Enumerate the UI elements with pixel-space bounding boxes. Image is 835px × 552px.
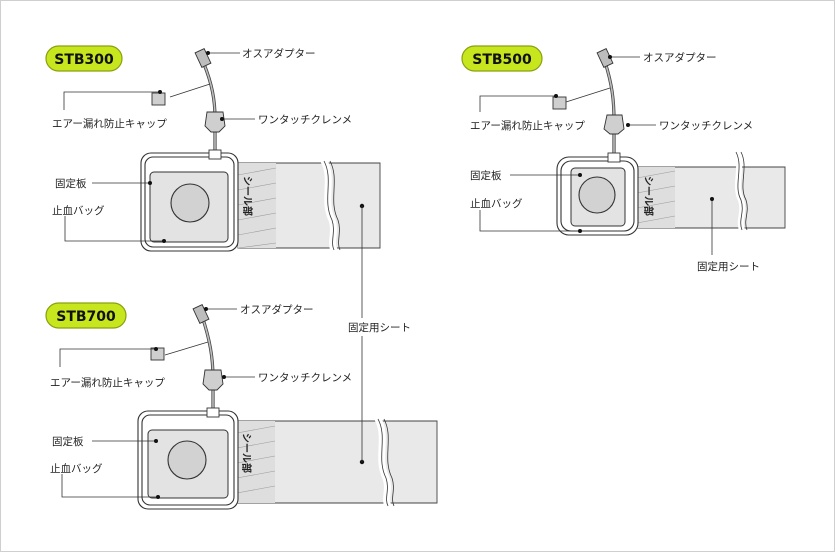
stb300-seal-label: シール部: [241, 176, 254, 216]
stb300-disc: [170, 183, 210, 223]
stb300-label-adapter: オスアダプター: [242, 47, 316, 60]
stb500-sheet-break: [735, 151, 743, 231]
stb500-label-plate: 固定板: [470, 169, 502, 182]
stb300-adapter: [194, 48, 212, 68]
stb500-label-clamp: ワンタッチクレンメ: [659, 120, 753, 132]
stb300-sheet-break: [323, 160, 335, 251]
stb700-adapter: [192, 304, 210, 324]
stb700-label-plate: 固定板: [52, 435, 84, 448]
stb500-clamp: [603, 114, 625, 135]
stb300-clamp: [204, 111, 226, 133]
stb700-label-bag: 止血バッグ: [50, 462, 103, 475]
stb700-seal-label: シール部: [240, 433, 253, 473]
stb300-diagram: STB300 シール部 オスアダプター エアー漏れ防止キャップ ワン: [45, 45, 381, 252]
stb300-badge-label: STB300: [54, 52, 114, 68]
stb500-leak-cap: [552, 96, 567, 110]
stb300-label-plate: 固定板: [55, 177, 87, 190]
stb700-badge-label: STB700: [56, 309, 116, 325]
stb700-badge: [45, 302, 127, 329]
stb700-sheet-break: [377, 418, 389, 507]
stb300-connector: [208, 149, 222, 160]
stb500-badge-label: STB500: [472, 52, 532, 68]
stb500-label-bag: 止血バッグ: [470, 197, 523, 210]
stb700-diagram: STB700 シール部 オスアダプター エアー漏れ防止キャップ ワンタッチクレン…: [45, 302, 438, 510]
stb300-seal-hatch: [237, 167, 277, 249]
stb300-badge: [45, 45, 123, 72]
stb500-badge: [461, 45, 543, 72]
stb700-label-clamp: ワンタッチクレンメ: [258, 372, 352, 384]
stb500-label-adapter: オスアダプター: [643, 51, 717, 64]
stb500-disc: [578, 176, 616, 214]
stb300-label-bag: 止血バッグ: [52, 204, 105, 217]
stb300-label-leak-cap: エアー漏れ防止キャップ: [52, 117, 167, 130]
stb300-leak-cap: [151, 92, 166, 106]
stb700-disc: [167, 440, 207, 480]
stb500-seal-label: シール部: [642, 176, 655, 216]
stb700-clamp: [202, 369, 224, 391]
stb700-label-adapter: オスアダプター: [240, 303, 314, 316]
stb700-label-leak-cap: エアー漏れ防止キャップ: [50, 376, 165, 389]
stb500-diagram: STB500 シール部 オスアダプター エアー漏れ防止キャップ ワンタッチクレン…: [461, 45, 786, 273]
shared-sheet-label: 固定用シート: [348, 321, 411, 334]
stb300-label-clamp: ワンタッチクレンメ: [258, 114, 352, 126]
shared-sheet-callout: 固定用シート: [348, 203, 411, 465]
stb500-label-sheet: 固定用シート: [697, 260, 760, 273]
stb500-label-leak-cap: エアー漏れ防止キャップ: [470, 119, 585, 132]
